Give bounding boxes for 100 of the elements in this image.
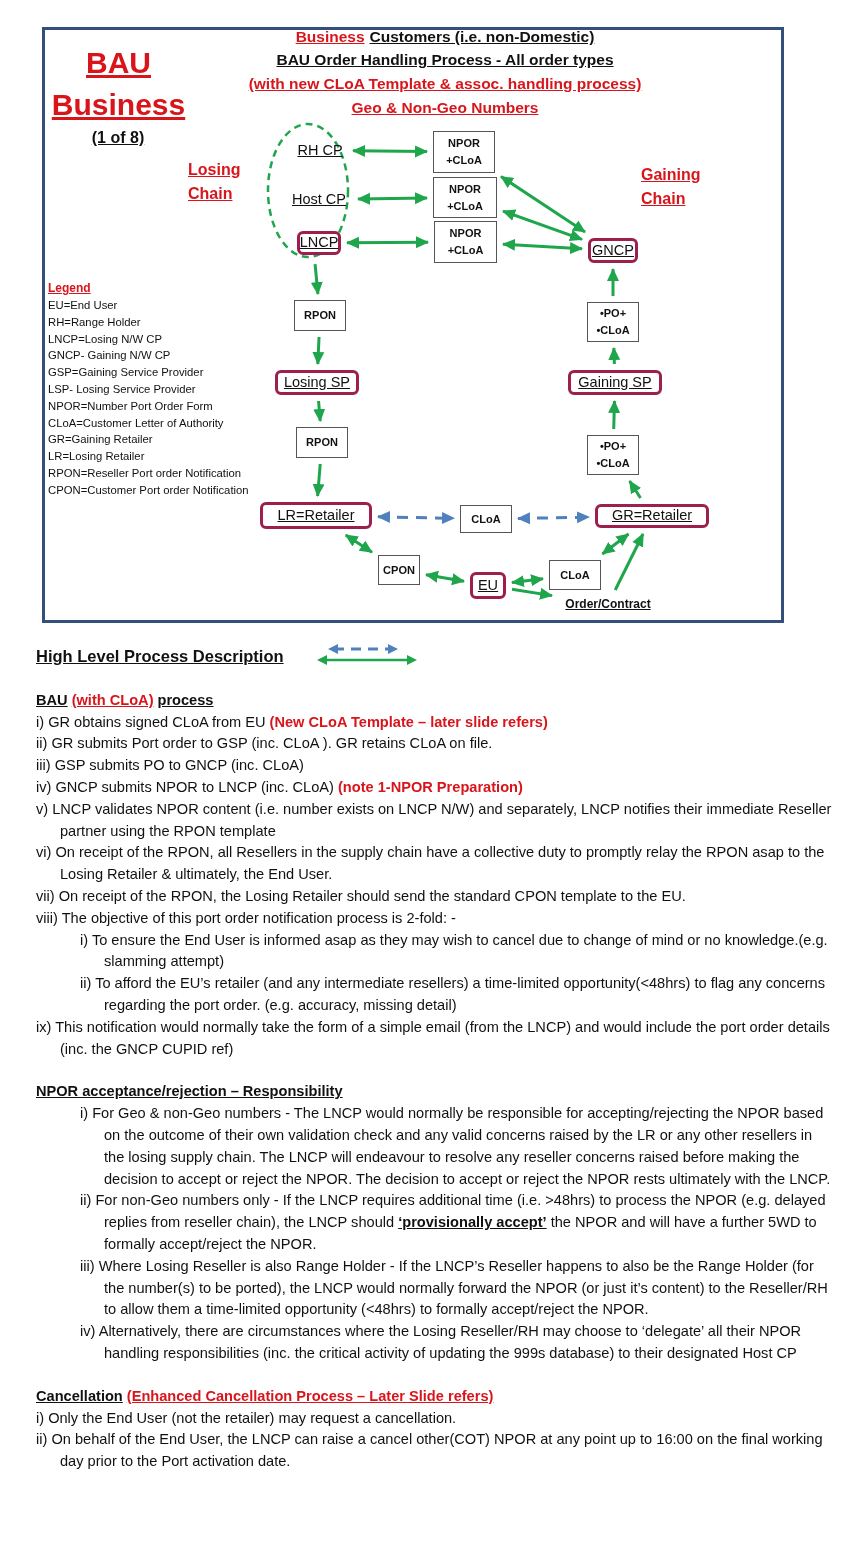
legend-entry: CLoA=Customer Letter of Authority <box>48 415 225 431</box>
node-label: RH CP <box>297 141 343 160</box>
document-box <box>433 177 497 218</box>
legend-entry: LSP- Losing Service Provider <box>48 382 197 397</box>
list-item: ii) For non-Geo numbers only - If the LNCP requires additional time (i.e. >48hrs) to process the NPOR (e.g. delayed replies from reseller chain), the LNCP should ‘provisionally accept’ the NPOR and will have a further 5WD to formally accept/reject the NPOR. <box>80 1191 827 1254</box>
node-label: Host CP <box>292 190 346 209</box>
document-box <box>433 131 495 173</box>
arrow <box>613 533 645 591</box>
arrow <box>502 238 583 254</box>
legend-entry: EU=End User <box>48 298 119 313</box>
arrow <box>357 192 428 205</box>
arrow <box>346 236 429 249</box>
legend-entry: CPON=Customer Port order Notification <box>48 482 249 498</box>
box-label: GR=Retailer <box>611 507 693 525</box>
subsection-heading: NPOR acceptance/rejection – Responsibility <box>36 1082 343 1102</box>
list-item: i) To ensure the End User is informed asap as they may wish to cancel due to change of mind or no knowledge.(e.g. slamming attempt) <box>80 930 829 972</box>
box-label: CPON <box>383 562 415 578</box>
arrow <box>500 175 586 234</box>
subsection-heading: BAU <box>36 690 68 710</box>
legend-entry: RH=Range Holder <box>48 314 142 330</box>
box-label: LNCP <box>299 234 339 252</box>
arrow <box>608 347 621 365</box>
chain-label: Gaining Chain <box>641 165 702 209</box>
subsection-heading: process <box>157 690 214 710</box>
legend-entry: RPON=Reseller Port order Notification <box>48 465 243 481</box>
box-label: NPOR +CLoA <box>446 181 484 214</box>
section-heading: High Level Process Description <box>36 646 284 667</box>
legend-entry: GNCP- Gaining N/W CP <box>48 348 172 364</box>
box-label: NPOR +CLoA <box>445 136 483 168</box>
heading-text: Business <box>295 28 365 46</box>
box-label: Losing SP <box>283 373 351 392</box>
list-item: vi) On receipt of the RPON, all Resellers in the supply chain have a collective duty to promptly relay the RPON asap to the Losing Retailer & ultimately, the End User. <box>36 843 826 885</box>
process-box <box>595 504 709 528</box>
list-item: ii) To afford the EU’s retailer (and any intermediate resellers) a time-limited opportunity(<48hrs) to flag any concerns regarding the port order. (e.g. accuracy, missing detail) <box>80 974 827 1015</box>
process-box <box>470 572 506 599</box>
list-item: ii) On behalf of the End User, the LNCP can raise a cancel other(COT) NPOR at any point up to 16:00 on the final working day prior to the Port activation date. <box>36 1430 824 1472</box>
list-item: i) For Geo & non-Geo numbers - The LNCP would normally be responsible for accepting/rejecting the NPOR based on the outcome of their own validation check and any valid concerns raised by the LR or any other resellers in the losing supply chain. The LNCP will endeavour to resolve any reseller concerns raised before making the decision to accept or reject the NPOR. The decision to accept or reject the NPOR rests ultimately with the LNCP. <box>80 1104 832 1189</box>
arrow <box>628 480 642 499</box>
process-box <box>275 370 359 395</box>
process-box <box>260 502 372 529</box>
document-box <box>294 300 346 331</box>
dashed-arrow <box>517 511 590 525</box>
box-label: •CLoA <box>596 323 630 338</box>
document-box <box>460 505 512 533</box>
subsection-heading: (with CLoA) <box>71 690 154 710</box>
arrow <box>312 463 325 497</box>
list-item: i) Only the End User (not the retailer) may request a cancellation. <box>36 1408 458 1428</box>
chain-label: Losing Chain <box>188 160 242 204</box>
legend-entry: NPOR=Number Port Order Form <box>48 398 214 414</box>
box-label: LR=Retailer <box>277 506 355 525</box>
box-label: NPOR +CLoA <box>446 226 485 258</box>
list-item: ix) This notification would normally take the form of a simple email (from the LNCP) and would include the port order details (inc. the GNCP CUPID ref) <box>36 1017 831 1059</box>
box-label: GNCP <box>592 241 634 260</box>
document-box <box>296 427 348 458</box>
box-label: CLoA <box>471 511 501 527</box>
arrow <box>344 533 373 554</box>
document-box <box>378 555 420 585</box>
heading-text: (with new CLoA Template & assoc. handling process) <box>248 75 642 93</box>
arrow <box>608 400 621 430</box>
arrow <box>312 336 325 365</box>
arrow <box>352 144 428 158</box>
legend-entry: LNCP=Losing N/W CP <box>48 331 163 347</box>
heading-text: Customers (i.e. non-Domestic) <box>369 28 595 46</box>
arrow <box>310 264 323 295</box>
ellipse-outline <box>266 122 350 259</box>
box-label: Gaining SP <box>578 373 652 392</box>
list-item: iii) GSP submits PO to GNCP (inc. CLoA) <box>36 756 305 776</box>
box-label: EU <box>477 576 499 595</box>
box-label: •PO+ <box>599 306 627 321</box>
legend-title: Legend <box>48 280 92 297</box>
process-box <box>568 370 662 395</box>
arrow <box>607 268 619 296</box>
box-label: RPON <box>304 308 336 323</box>
arrow <box>502 209 583 241</box>
heading-text: Geo & Non-Geo Numbers <box>351 99 539 117</box>
box-label: CLoA <box>560 567 590 583</box>
legend-entry: GR=Gaining Retailer <box>48 432 154 448</box>
document-box <box>549 560 601 590</box>
box-label: •PO+ <box>599 439 627 454</box>
list-item: iv) Alternatively, there are circumstances where the Losing Reseller/RH may choose to ‘delegate’ all their NPOR handling responsibilities (inc. the critical activity of updating the 999s database) to their designated Host CP <box>80 1322 803 1363</box>
list-item: vii) On receipt of the RPON, the Losing Retailer should send the standard CPON template to the EU. <box>36 886 687 906</box>
box-label: •CLoA <box>596 456 630 471</box>
heading-text: BAU Order Handling Process - All order types <box>276 51 614 69</box>
document-box <box>587 435 639 475</box>
page-number: (1 of 8) <box>90 129 146 147</box>
arrow <box>313 400 326 422</box>
list-item: ii) GR submits Port order to GSP (inc. CLoA ). GR retains CLoA on file. <box>36 734 494 754</box>
arrow <box>425 570 465 586</box>
list-item: viii) The objective of this port order notification process is 2-fold: - <box>36 908 457 928</box>
page-title: BAU Business <box>50 45 187 123</box>
arrow <box>601 532 630 556</box>
box-label: RPON <box>306 435 338 450</box>
list-item: iv) GNCP submits NPOR to LNCP (inc. CLoA) (note 1-NPOR Preparation) <box>36 778 524 797</box>
document-box <box>587 302 639 342</box>
list-item: iii) Where Losing Reseller is also Range Holder - If the LNCP’s Reseller happens to also be the Range Holder (for the number(s) to be ported), the LNCP would normally forward the NPOR (or just it’s content) to the Reseller/RH to allow them a time-limited opportunity (<48hrs) to formally accept/reject the NPOR. <box>80 1256 829 1320</box>
document-box <box>434 221 497 263</box>
legend-entry: GSP=Gaining Service Provider <box>48 365 205 381</box>
arrow <box>511 587 553 600</box>
dashed-arrow <box>377 511 455 525</box>
subsection-heading: (Enhanced Cancellation Process – Later Slide refers) <box>126 1386 494 1406</box>
